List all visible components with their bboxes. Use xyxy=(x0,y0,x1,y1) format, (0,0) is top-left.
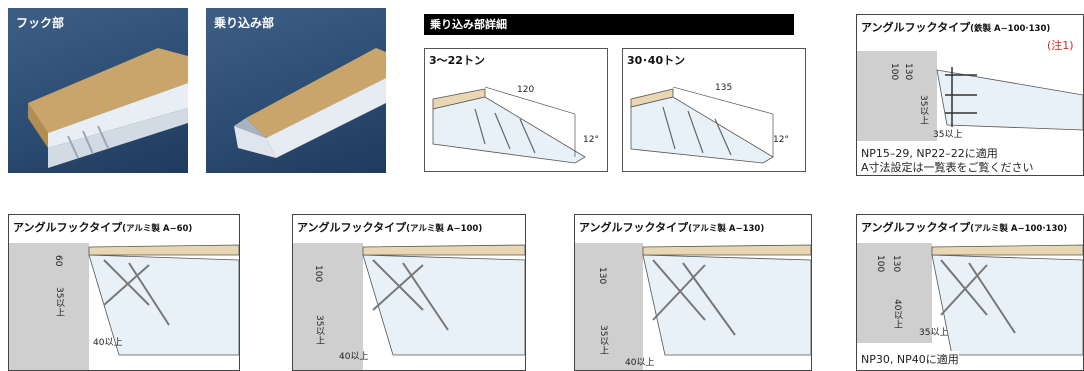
al130-dim-40: 40以上 xyxy=(625,358,655,368)
steel-dim-100: 100 xyxy=(889,63,899,81)
large-dim-length: 135 xyxy=(715,83,733,93)
al60-wall xyxy=(9,243,89,370)
steel-note-line2: A寸法設定は一覧表をご覧ください xyxy=(861,159,1034,175)
detail-panel-large: 30･40トン 135 12° xyxy=(622,48,806,172)
al100-dim-100: 100 xyxy=(313,265,323,283)
steel-dim-130: 130 xyxy=(903,63,913,81)
boarding-photo-caption: 乗り込み部 xyxy=(214,16,275,30)
al60-angle-hook-box: アングルフックタイプ(アルミ製 A−60) 60 35以上 40以上 xyxy=(8,214,240,371)
al130-angle-hook-box: アングルフックタイプ(アルミ製 A−130) 130 35以上 40以上 xyxy=(574,214,812,371)
al100-box-title: アングルフックタイプ(アルミ製 A−100) xyxy=(297,221,483,234)
al100130-dim-35: 35以上 xyxy=(919,328,949,338)
al100130-note: NP30, NP40に適用 xyxy=(861,351,959,367)
steel-dim-35-v: 35以上 xyxy=(918,95,928,125)
small-dim-angle: 12° xyxy=(583,135,599,145)
steel-note-line1: NP15–29, NP22–22に適用 xyxy=(861,145,998,161)
hook-photo-caption: フック部 xyxy=(16,16,65,30)
steel-dim-35-h: 35以上 xyxy=(933,130,963,140)
al100130-dim-100: 100 xyxy=(875,255,885,273)
detail-panel-large-label: 30･40トン xyxy=(627,54,686,67)
hook-photo: フック部 xyxy=(8,8,188,173)
detail-panel-small: 3〜22トン 120 12° xyxy=(424,48,608,172)
al60-dim-40: 40以上 xyxy=(93,338,123,348)
boarding-ramp-image xyxy=(234,48,386,158)
steel-box-title: アングルフックタイプ(鉄製 A−100·130) xyxy=(861,21,1051,34)
al100130-dim-130: 130 xyxy=(891,255,901,273)
small-dim-length: 120 xyxy=(517,85,535,95)
large-profile-drawing xyxy=(630,86,774,164)
al100130-wall xyxy=(857,243,932,343)
al60-dim-35: 35以上 xyxy=(54,287,64,317)
al60-dim-60: 60 xyxy=(53,255,63,267)
al130-hook-drawing xyxy=(642,244,811,356)
large-dim-angle: 12° xyxy=(773,135,789,145)
al60-box-title: アングルフックタイプ(アルミ製 A−60) xyxy=(13,221,193,234)
steel-wall xyxy=(857,51,937,141)
detail-banner: 乗り込み部詳細 xyxy=(424,14,794,35)
al100130-angle-hook-box: アングルフックタイプ(アルミ製 A−100·130) 100 130 40以上 … xyxy=(856,214,1084,371)
al100130-dim-40: 40以上 xyxy=(892,299,902,329)
al100-wall xyxy=(293,243,363,370)
al60-hook-drawing xyxy=(88,244,239,356)
al100-dim-40: 40以上 xyxy=(339,352,369,362)
al130-dim-130: 130 xyxy=(597,267,607,285)
al100-hook-drawing xyxy=(362,244,525,356)
al100130-box-title: アングルフックタイプ(アルミ製 A−100·130) xyxy=(861,221,1068,234)
al100-dim-35: 35以上 xyxy=(314,315,324,345)
al100-angle-hook-box: アングルフックタイプ(アルミ製 A−100) 100 35以上 40以上 xyxy=(292,214,526,371)
steel-note-mark: (注1) xyxy=(1047,39,1074,52)
al130-box-title: アングルフックタイプ(アルミ製 A−130) xyxy=(579,221,765,234)
steel-hook-drawing xyxy=(936,67,1083,131)
hook-ramp-image xyxy=(28,48,188,168)
boarding-photo: 乗り込み部 xyxy=(206,8,386,173)
al130-dim-35: 35以上 xyxy=(598,325,608,355)
al100130-hook-drawing xyxy=(931,244,1083,356)
al130-wall xyxy=(575,243,643,370)
detail-panel-small-label: 3〜22トン xyxy=(429,54,485,67)
steel-angle-hook-box: アングルフックタイプ(鉄製 A−100·130) (注1) 100 130 35… xyxy=(856,14,1084,176)
small-profile-drawing xyxy=(432,86,586,164)
